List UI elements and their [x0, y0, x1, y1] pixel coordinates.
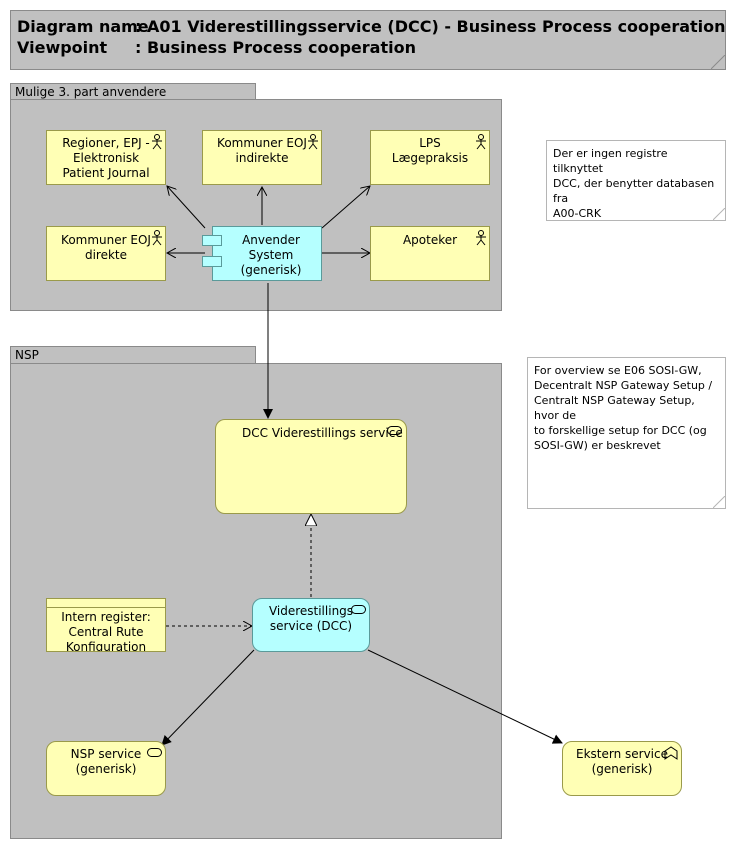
note-line: SOSI-GW) er beskrevet: [534, 439, 661, 452]
label-line: Lægepraksis: [391, 151, 469, 165]
label-line: Konfiguration (CRK): [65, 640, 147, 652]
data-object-header-line: [47, 607, 165, 608]
note-line: For overview se E06 SOSI-GW,: [534, 364, 702, 377]
note-line: Centralt NSP Gateway Setup, hvor de: [534, 394, 695, 422]
service-dcc-viderestillings[interactable]: DCC Viderestillings service: [215, 419, 407, 514]
note-line: to forskellige setup for DCC (og: [534, 424, 707, 437]
service-ekstern-generisk[interactable]: Ekstern service(generisk): [562, 741, 682, 796]
note-overview-sosi-gw[interactable]: For overview se E06 SOSI-GW, Decentralt …: [527, 357, 726, 509]
component-anvender-system[interactable]: Anvender System(generisk): [212, 226, 322, 281]
viewpoint-value: : Business Process cooperation: [135, 38, 416, 57]
label-line: DCC Viderestillings service: [242, 426, 403, 440]
note-corner-fold: [713, 208, 725, 220]
label-line: Elektronisk: [72, 151, 140, 165]
label-line: Viderestillings: [268, 604, 354, 618]
viewpoint-line: Viewpoint : Business Process cooperation: [17, 38, 416, 57]
diagram-name-line: Diagram name: A01 Viderestillingsservice…: [17, 17, 726, 36]
service-icon: [351, 605, 366, 614]
label-line: Patient Journal: [62, 166, 150, 180]
viewpoint-key: Viewpoint: [17, 38, 108, 57]
service-nsp-generisk[interactable]: NSP service(generisk): [46, 741, 166, 796]
label-line: Ekstern service: [576, 747, 668, 761]
note-line: DCC, der benytter databasen fra: [553, 177, 715, 205]
actor-apoteker[interactable]: Apoteker: [370, 226, 490, 281]
label-line: (generisk): [240, 263, 302, 277]
label-line: Kommuner EOJ: [217, 136, 307, 150]
service-icon: [147, 748, 162, 757]
label-line: NSP service: [70, 747, 142, 761]
diagram-name-value: : A01 Viderestillingsservice (DCC) - Bus…: [135, 17, 726, 36]
group-tab-mulige: Mulige 3. part anvendere: [10, 83, 256, 100]
label-line: Kommuner EOJ: [61, 233, 151, 247]
actor-icon: [152, 230, 162, 246]
label-line: Apoteker: [402, 233, 458, 247]
note-ingen-registre[interactable]: Der er ingen registre tilknyttet DCC, de…: [546, 140, 726, 221]
note-corner-fold: [713, 496, 725, 508]
label-line: (generisk): [75, 762, 137, 776]
label-line: direkte: [84, 248, 128, 262]
actor-icon: [152, 134, 162, 150]
actor-icon: [308, 134, 318, 150]
label-line: Central Rute: [68, 625, 144, 639]
label-line: Anvender System: [242, 233, 300, 262]
label-line: LPS: [419, 136, 441, 150]
function-chevron-icon: [664, 746, 678, 760]
diagram-name-key: Diagram name: [17, 17, 149, 36]
label-line: service (DCC): [269, 619, 353, 633]
note-line: Decentralt NSP Gateway Setup /: [534, 379, 713, 392]
note-line: A00-CRK: [553, 207, 602, 220]
component-tab-bottom: [202, 256, 222, 267]
label-line: indirekte: [235, 151, 289, 165]
component-tab-top: [202, 235, 222, 246]
title-corner-fold: [711, 55, 725, 69]
actor-icon: [476, 230, 486, 246]
actor-icon: [476, 134, 486, 150]
diagram-title-box: Diagram name: A01 Viderestillingsservice…: [10, 10, 726, 70]
service-icon: [387, 426, 402, 435]
label-line: Intern register:: [61, 610, 151, 624]
note-line: Der er ingen registre tilknyttet: [553, 147, 668, 175]
label-line: Regioner, EPJ -: [62, 136, 150, 150]
label-line: (generisk): [591, 762, 653, 776]
